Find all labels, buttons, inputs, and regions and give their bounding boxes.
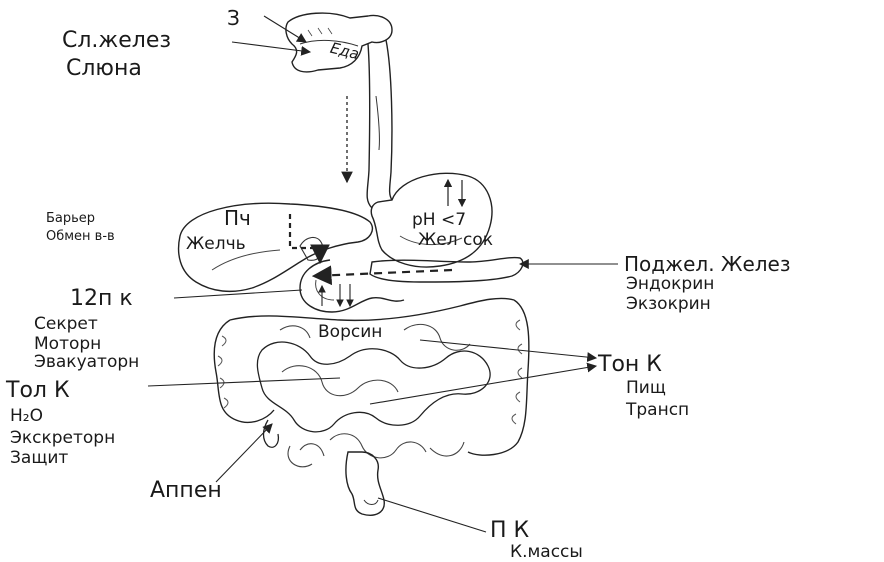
label-masses: К.массы	[510, 544, 583, 561]
label-villi: Ворсин	[318, 324, 382, 341]
label-appendix: Аппен	[150, 480, 222, 502]
label-gastric-juice: Жел сок	[418, 232, 493, 249]
label-secretory: Секрет	[34, 316, 98, 333]
label-small-intestine: Тон К	[598, 354, 662, 376]
small-intestine-outer-loops	[288, 442, 464, 467]
label-liver: Пч	[224, 208, 251, 228]
rectum-outline	[346, 452, 384, 515]
duodenum-inner	[316, 280, 334, 300]
label-ph: pH <7	[412, 212, 466, 229]
leader-villi	[420, 340, 596, 358]
label-digestive: Пищ	[626, 380, 666, 397]
label-rectum: П К	[490, 520, 529, 542]
esophagus-outline-2	[386, 40, 392, 200]
descending-colon	[468, 300, 529, 455]
tooth-marks	[308, 28, 332, 36]
label-duodenum: 12п к	[70, 288, 133, 310]
small-intestine-loops	[257, 342, 490, 432]
label-bile: Желчь	[186, 236, 246, 253]
label-excretory: Экскреторн	[10, 430, 115, 447]
leader-appendix	[216, 424, 272, 482]
anal-canal	[364, 500, 378, 505]
label-water: H₂O	[10, 408, 43, 425]
pancreatic-duct-arrow	[314, 270, 452, 276]
label-protective: Защит	[10, 450, 68, 467]
leader-rectum	[378, 498, 486, 532]
leader-small-intestine	[370, 366, 596, 404]
small-intestine-coils	[280, 324, 470, 457]
transverse-colon	[230, 298, 514, 320]
label-metabolism: Обмен в-в	[46, 230, 115, 243]
leader-large-intestine	[148, 378, 340, 386]
label-barrier: Барьер	[46, 212, 95, 225]
label-evacuatory: Эвакуаторн	[34, 354, 139, 371]
esophagus-outline	[367, 44, 372, 208]
appendix-shape	[264, 420, 279, 447]
leader-salivary-glands	[232, 42, 310, 52]
label-transport: Трансп	[626, 402, 689, 419]
esophagus-lumen	[376, 96, 379, 150]
label-endocrine: Эндокрин	[626, 276, 714, 293]
label-large-intestine: Тол К	[6, 380, 70, 402]
leader-teeth	[264, 16, 306, 42]
label-saliva: Слюна	[66, 58, 142, 80]
label-teeth: З	[227, 8, 240, 28]
ascending-colon	[214, 320, 274, 422]
label-motor: Моторн	[34, 336, 101, 353]
label-pancreas: Поджел. Желез	[624, 254, 791, 274]
label-salivary-glands: Сл.желез	[62, 30, 171, 52]
label-exocrine: Экзокрин	[626, 296, 711, 313]
